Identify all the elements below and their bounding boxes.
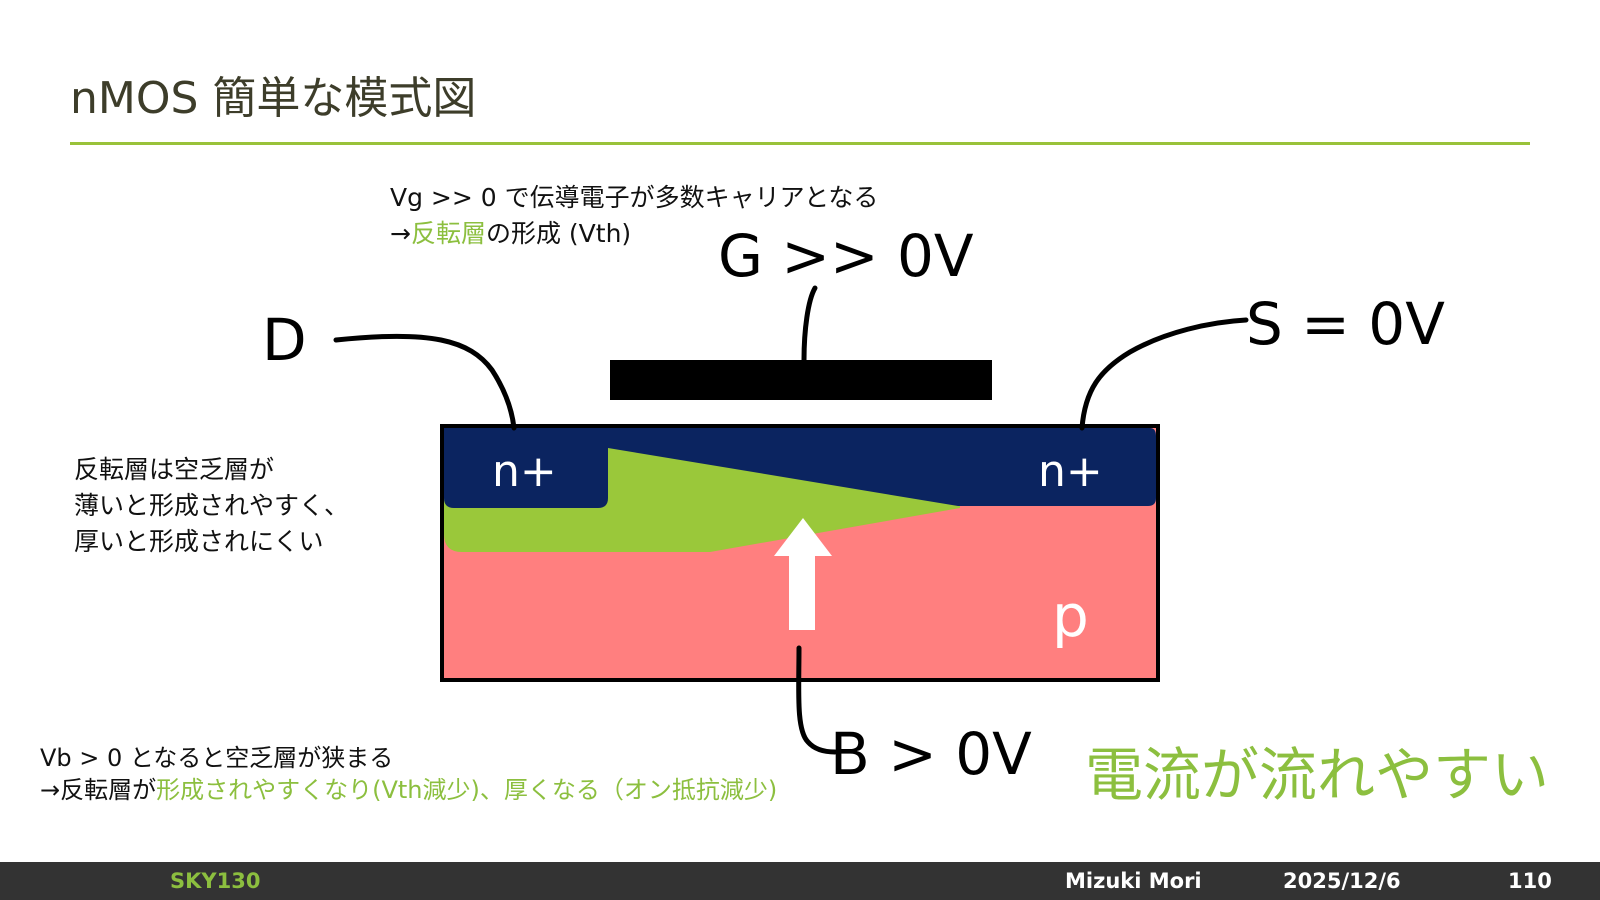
emphasis-current-flows: 電流が流れやすい — [1085, 741, 1550, 809]
n-plus-right-label: n+ — [1038, 446, 1103, 497]
terminal-s-label: S = 0V — [1246, 290, 1445, 358]
n-plus-right-region — [608, 428, 1156, 506]
slide-footer: SKY130 Mizuki Mori 2025/12/6 110 — [0, 862, 1600, 900]
note-bottom-line1: Vb > 0 となると空乏層が狭まる — [40, 744, 394, 772]
note-bottom-prefix: →反転層が — [40, 776, 157, 804]
body-wire — [796, 645, 838, 755]
slide-title: nMOS 簡単な模式図 — [70, 73, 477, 124]
n-plus-left-label: n+ — [492, 446, 557, 497]
footer-author: Mizuki Mori — [1065, 869, 1202, 893]
footer-date: 2025/12/6 — [1283, 869, 1401, 893]
drain-wire — [333, 333, 517, 431]
footer-project: SKY130 — [170, 869, 261, 893]
note-left-line3: 厚いと形成されにくい — [74, 527, 324, 556]
terminal-d-label: D — [262, 306, 307, 374]
p-region-label: p — [1052, 582, 1089, 650]
source-wire — [1079, 317, 1249, 431]
note-top-arrow: → — [390, 219, 411, 248]
note-bottom-green: 形成されやすくなり(Vth減少)、厚くなる（オン抵抗減少) — [156, 776, 778, 804]
note-top-green: 反転層 — [410, 219, 486, 248]
terminal-b-label: B > 0V — [830, 720, 1032, 788]
gate-wire — [801, 285, 818, 363]
note-left-line2: 薄いと形成されやすく、 — [74, 491, 350, 520]
body-bias-arrow — [774, 518, 832, 630]
note-inversion-formation: Vg >> 0 で伝導電子が多数キャリアとなる →反転層の形成 (Vth) — [390, 180, 878, 252]
title-divider — [70, 142, 1530, 145]
terminal-g-label: G >> 0V — [718, 222, 974, 290]
note-top-suffix: の形成 (Vth) — [485, 219, 632, 248]
note-depletion-thickness: 反転層は空乏層が 薄いと形成されやすく、 厚いと形成されにくい — [74, 452, 349, 560]
note-left-line1: 反転層は空乏層が — [74, 455, 275, 484]
gate-electrode — [610, 360, 992, 400]
n-plus-left-region — [444, 428, 608, 508]
footer-page-number: 110 — [1508, 869, 1552, 893]
note-top-line1: Vg >> 0 で伝導電子が多数キャリアとなる — [390, 183, 879, 212]
note-body-bias: Vb > 0 となると空乏層が狭まる →反転層が形成されやすくなり(Vth減少)… — [40, 742, 777, 806]
note-bottom-line2: →反転層が形成されやすくなり(Vth減少)、厚くなる（オン抵抗減少) — [40, 774, 777, 806]
note-top-line2: →反転層の形成 (Vth) — [390, 216, 878, 252]
